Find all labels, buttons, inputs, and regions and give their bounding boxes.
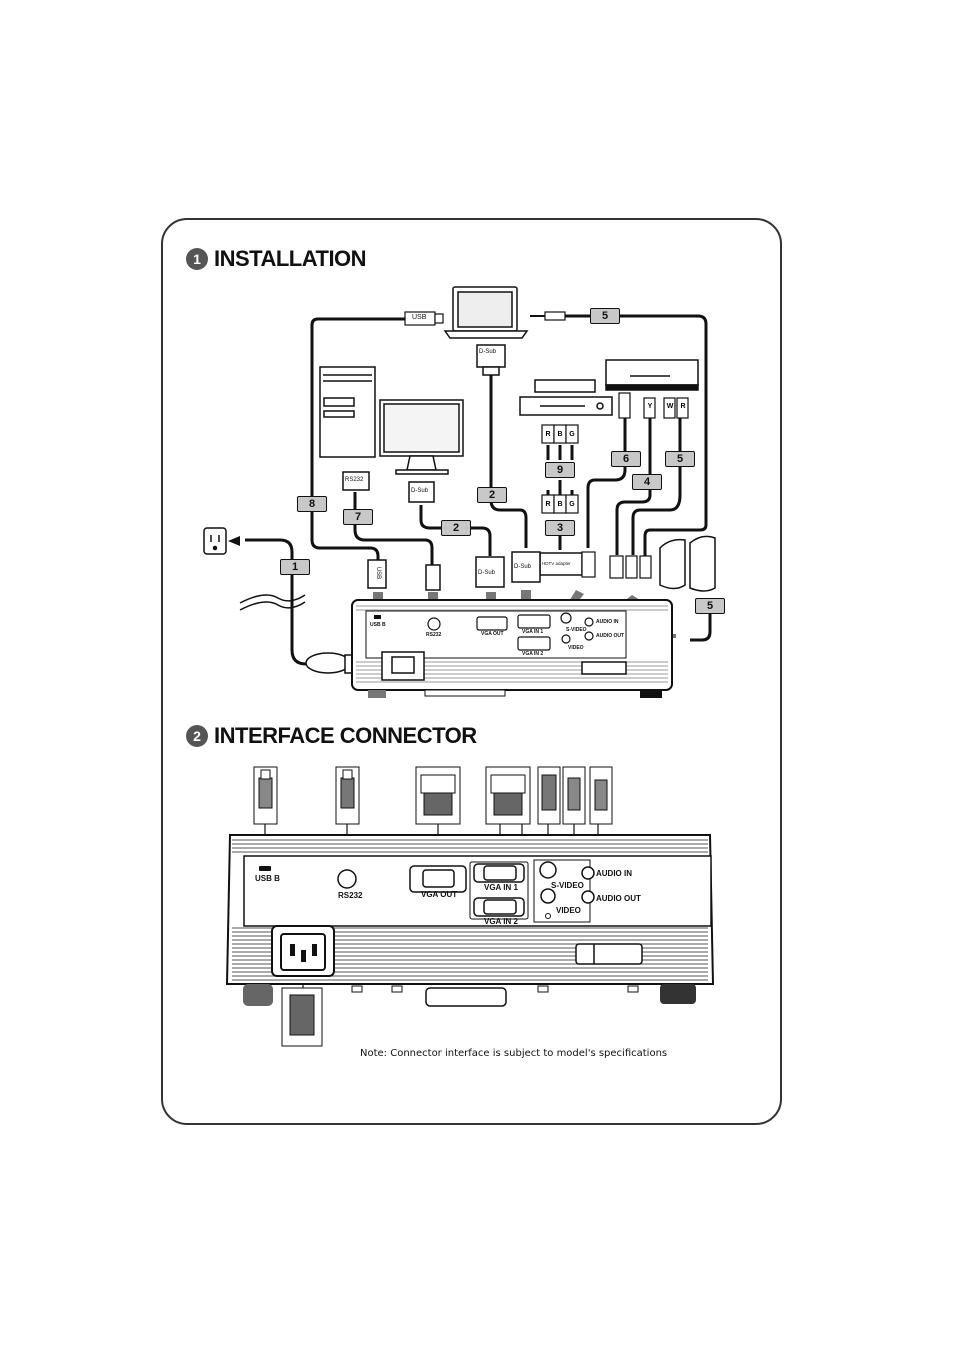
section-title: INSTALLATION [214, 246, 367, 271]
section-title: INTERFACE CONNECTOR [214, 723, 477, 748]
dvd-player-illustration [519, 379, 613, 416]
laptop-illustration [443, 286, 529, 339]
desktop-tower-illustration [319, 366, 376, 458]
vcr-illustration [605, 359, 699, 391]
power-outlet-illustration [203, 527, 227, 555]
section-number-badge: 1 [186, 248, 208, 270]
section-installation-heading: 1 INSTALLATION [186, 246, 367, 272]
projector-back-illustration [225, 834, 715, 1007]
diagram-card [161, 218, 782, 1125]
section-number-badge: 2 [186, 725, 208, 747]
projector-illustration [351, 599, 673, 698]
monitor-illustration [379, 399, 464, 475]
section-interface-heading: 2 INTERFACE CONNECTOR [186, 723, 477, 749]
speakers-illustration [659, 535, 716, 592]
footnote: Note: Connector interface is subject to … [360, 1048, 668, 1059]
